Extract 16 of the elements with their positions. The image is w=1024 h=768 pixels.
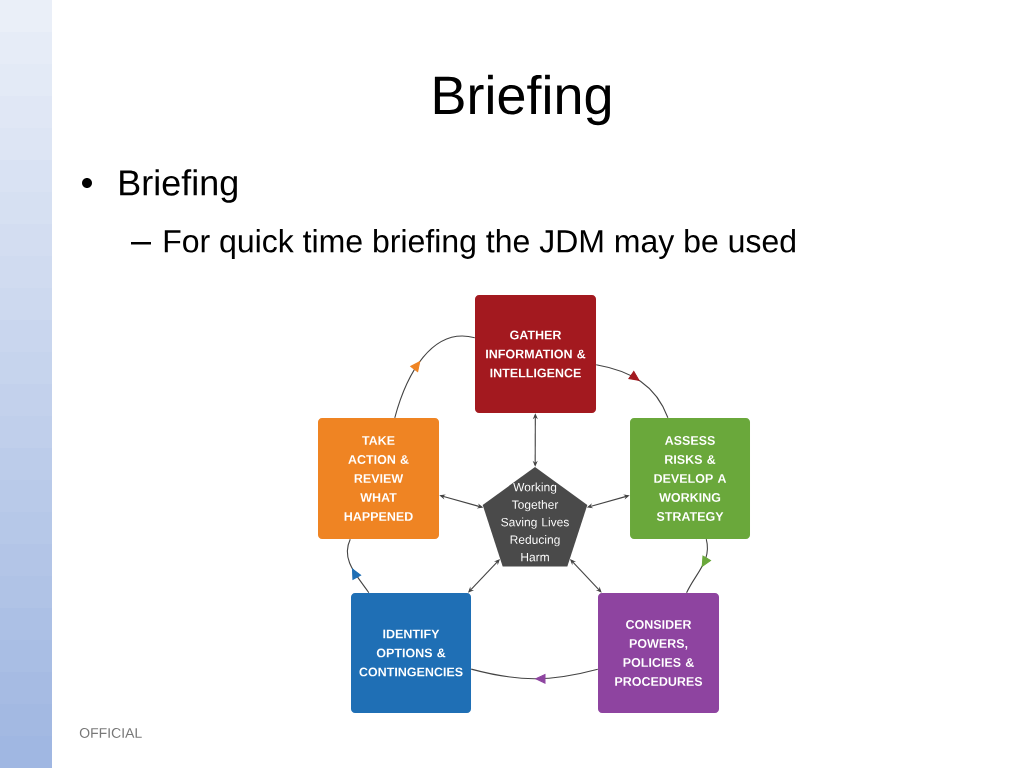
step-box: CONSIDER POWERS, POLICIES & PROCEDURES [598, 593, 719, 713]
arrow [346, 538, 370, 594]
center-pentagon: Working Together Saving Lives Reducing Harm [482, 467, 588, 567]
step-box: GATHER INFORMATION & INTELLIGENCE [475, 295, 596, 413]
footer-text: OFFICIAL [79, 728, 142, 738]
arrow [394, 335, 476, 419]
step-box: ASSESS RISKS & DEVELOP A WORKING STRATEGY [630, 418, 750, 539]
step-box: IDENTIFY OPTIONS & CONTINGENCIES [351, 593, 471, 713]
sub-bullet-text: For quick time briefing the JDM may be used [164, 229, 795, 259]
arrow [595, 364, 669, 419]
arrow [470, 668, 599, 684]
title: Briefing [434, 74, 611, 126]
arrow [570, 559, 602, 593]
bullet-text: Briefing [120, 169, 237, 203]
step-box: TAKE ACTION & REVIEW WHAT HAPPENED [318, 418, 439, 539]
arrow [686, 538, 712, 594]
